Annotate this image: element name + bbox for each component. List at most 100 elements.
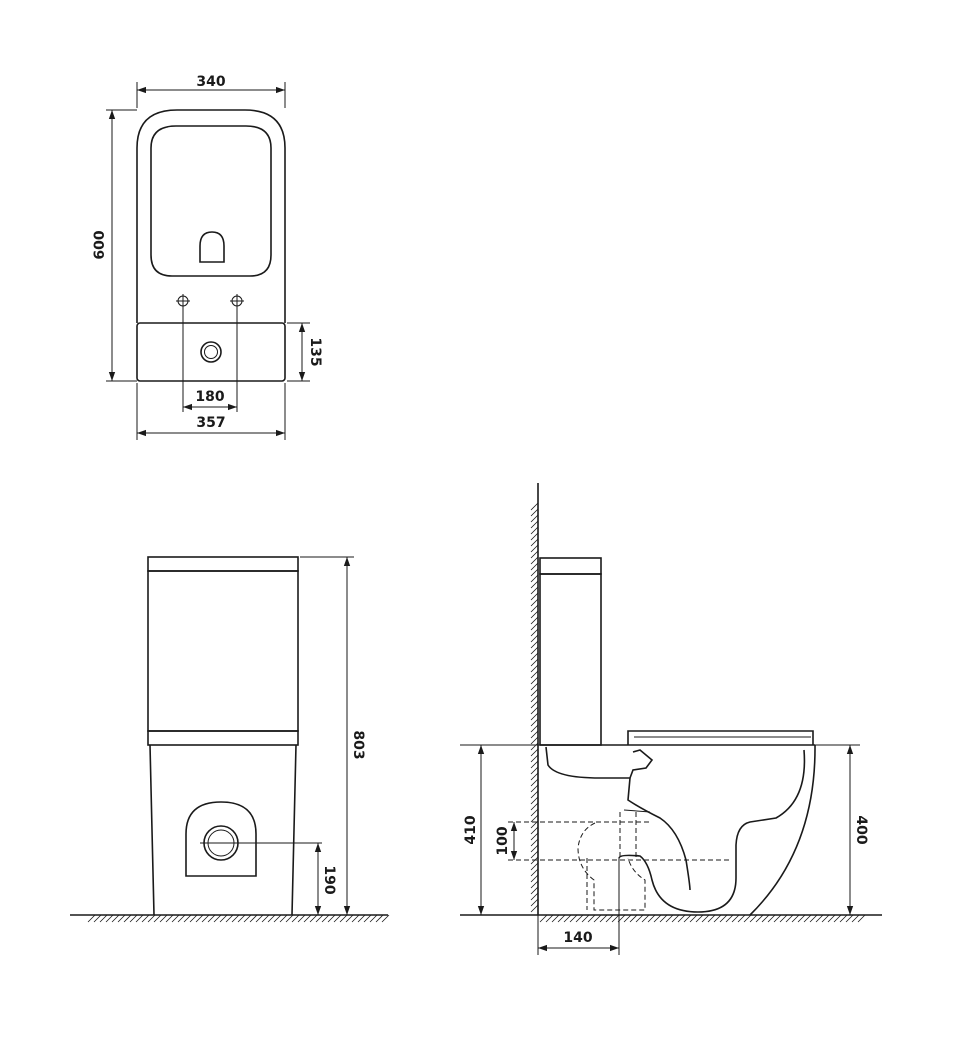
hatch-stroke [530, 778, 539, 787]
hatch-stroke [375, 914, 384, 923]
hatch-stroke [719, 914, 728, 923]
front-floor-hatch [87, 914, 390, 923]
hatch-stroke [530, 808, 539, 817]
hatch-stroke [530, 652, 539, 661]
front-pedestal [149, 744, 297, 916]
dim-label-357: 357 [196, 415, 225, 431]
hatch-stroke [530, 700, 539, 709]
hatch-stroke [530, 658, 539, 667]
hatch-stroke [779, 914, 788, 923]
hatch-stroke [635, 914, 644, 923]
hatch-stroke [587, 914, 596, 923]
hatch-stroke [201, 914, 210, 923]
hatch-stroke [339, 914, 348, 923]
hatch-stroke [530, 880, 539, 889]
flush-button-icon [200, 341, 222, 363]
top-drain-opening [199, 231, 225, 263]
hatch-stroke [530, 622, 539, 631]
hatch-stroke [183, 914, 192, 923]
hatch-stroke [530, 772, 539, 781]
hatch-stroke [530, 508, 539, 517]
hatch-stroke [135, 914, 144, 923]
hatch-stroke [611, 914, 620, 923]
hatch-stroke [279, 914, 288, 923]
hatch-stroke [231, 914, 240, 923]
hatch-stroke [321, 914, 330, 923]
hatch-stroke [851, 914, 860, 923]
hatch-stroke [755, 914, 764, 923]
hatch-stroke [743, 914, 752, 923]
hatch-stroke [345, 914, 354, 923]
hatch-stroke [363, 914, 372, 923]
dim-label-140: 140 [563, 930, 592, 946]
dim-label-180: 180 [195, 389, 224, 405]
hatch-stroke [539, 914, 548, 923]
hatch-stroke [530, 562, 539, 571]
hatch-stroke [177, 914, 186, 923]
hatch-stroke [647, 914, 656, 923]
fixing-point-right [230, 294, 244, 308]
front-outlet-pipe [200, 825, 322, 861]
hatch-stroke [530, 874, 539, 883]
hatch-stroke [357, 914, 366, 923]
side-trap [627, 777, 691, 891]
hatch-stroke [791, 914, 800, 923]
hatch-stroke [833, 914, 842, 923]
hatch-stroke [821, 914, 830, 923]
hatch-stroke [707, 914, 716, 923]
hatch-stroke [530, 838, 539, 847]
hatch-stroke [530, 862, 539, 871]
hatch-stroke [530, 634, 539, 643]
hatch-stroke [530, 784, 539, 793]
hatch-stroke [530, 604, 539, 613]
hatch-stroke [725, 914, 734, 923]
hatch-stroke [530, 736, 539, 745]
hatch-stroke [171, 914, 180, 923]
hatch-stroke [839, 914, 848, 923]
hatch-stroke [267, 914, 276, 923]
hatch-stroke [530, 640, 539, 649]
hatch-stroke [803, 914, 812, 923]
hatch-stroke [857, 914, 866, 923]
hatch-stroke [599, 914, 608, 923]
hatch-stroke [551, 914, 560, 923]
dim-label-190: 190 [321, 865, 337, 894]
hatch-stroke [530, 556, 539, 565]
hatch-stroke [255, 914, 264, 923]
side-outlet-dashed [577, 812, 646, 911]
hatch-stroke [333, 914, 342, 923]
hatch-stroke [530, 526, 539, 535]
hatch-stroke [165, 914, 174, 923]
hatch-stroke [605, 914, 614, 923]
hatch-stroke [530, 712, 539, 721]
hatch-stroke [99, 914, 108, 923]
hatch-stroke [530, 694, 539, 703]
hatch-stroke [153, 914, 162, 923]
side-view: 410 100 400 140 [460, 483, 882, 955]
hatch-stroke [530, 718, 539, 727]
dim-label-600: 600 [92, 230, 108, 259]
top-seat-inner [150, 125, 272, 277]
dim-label-803: 803 [350, 730, 366, 759]
hatch-stroke [530, 598, 539, 607]
hatch-stroke [225, 914, 234, 923]
hatch-stroke [530, 796, 539, 805]
hatch-stroke [689, 914, 698, 923]
hatch-stroke [653, 914, 662, 923]
hatch-stroke [530, 538, 539, 547]
front-view: 803 190 [70, 556, 390, 923]
hatch-stroke [827, 914, 836, 923]
side-tank-body [539, 573, 602, 746]
hatch-stroke [297, 914, 306, 923]
hatch-stroke [93, 914, 102, 923]
front-seat-band [147, 730, 299, 746]
hatch-stroke [785, 914, 794, 923]
hatch-stroke [530, 904, 539, 913]
side-floor-hatch [539, 914, 866, 923]
hatch-stroke [530, 676, 539, 685]
hatch-stroke [629, 914, 638, 923]
hatch-stroke [530, 610, 539, 619]
hatch-stroke [701, 914, 710, 923]
front-tank-lid [147, 556, 299, 572]
hatch-stroke [219, 914, 228, 923]
